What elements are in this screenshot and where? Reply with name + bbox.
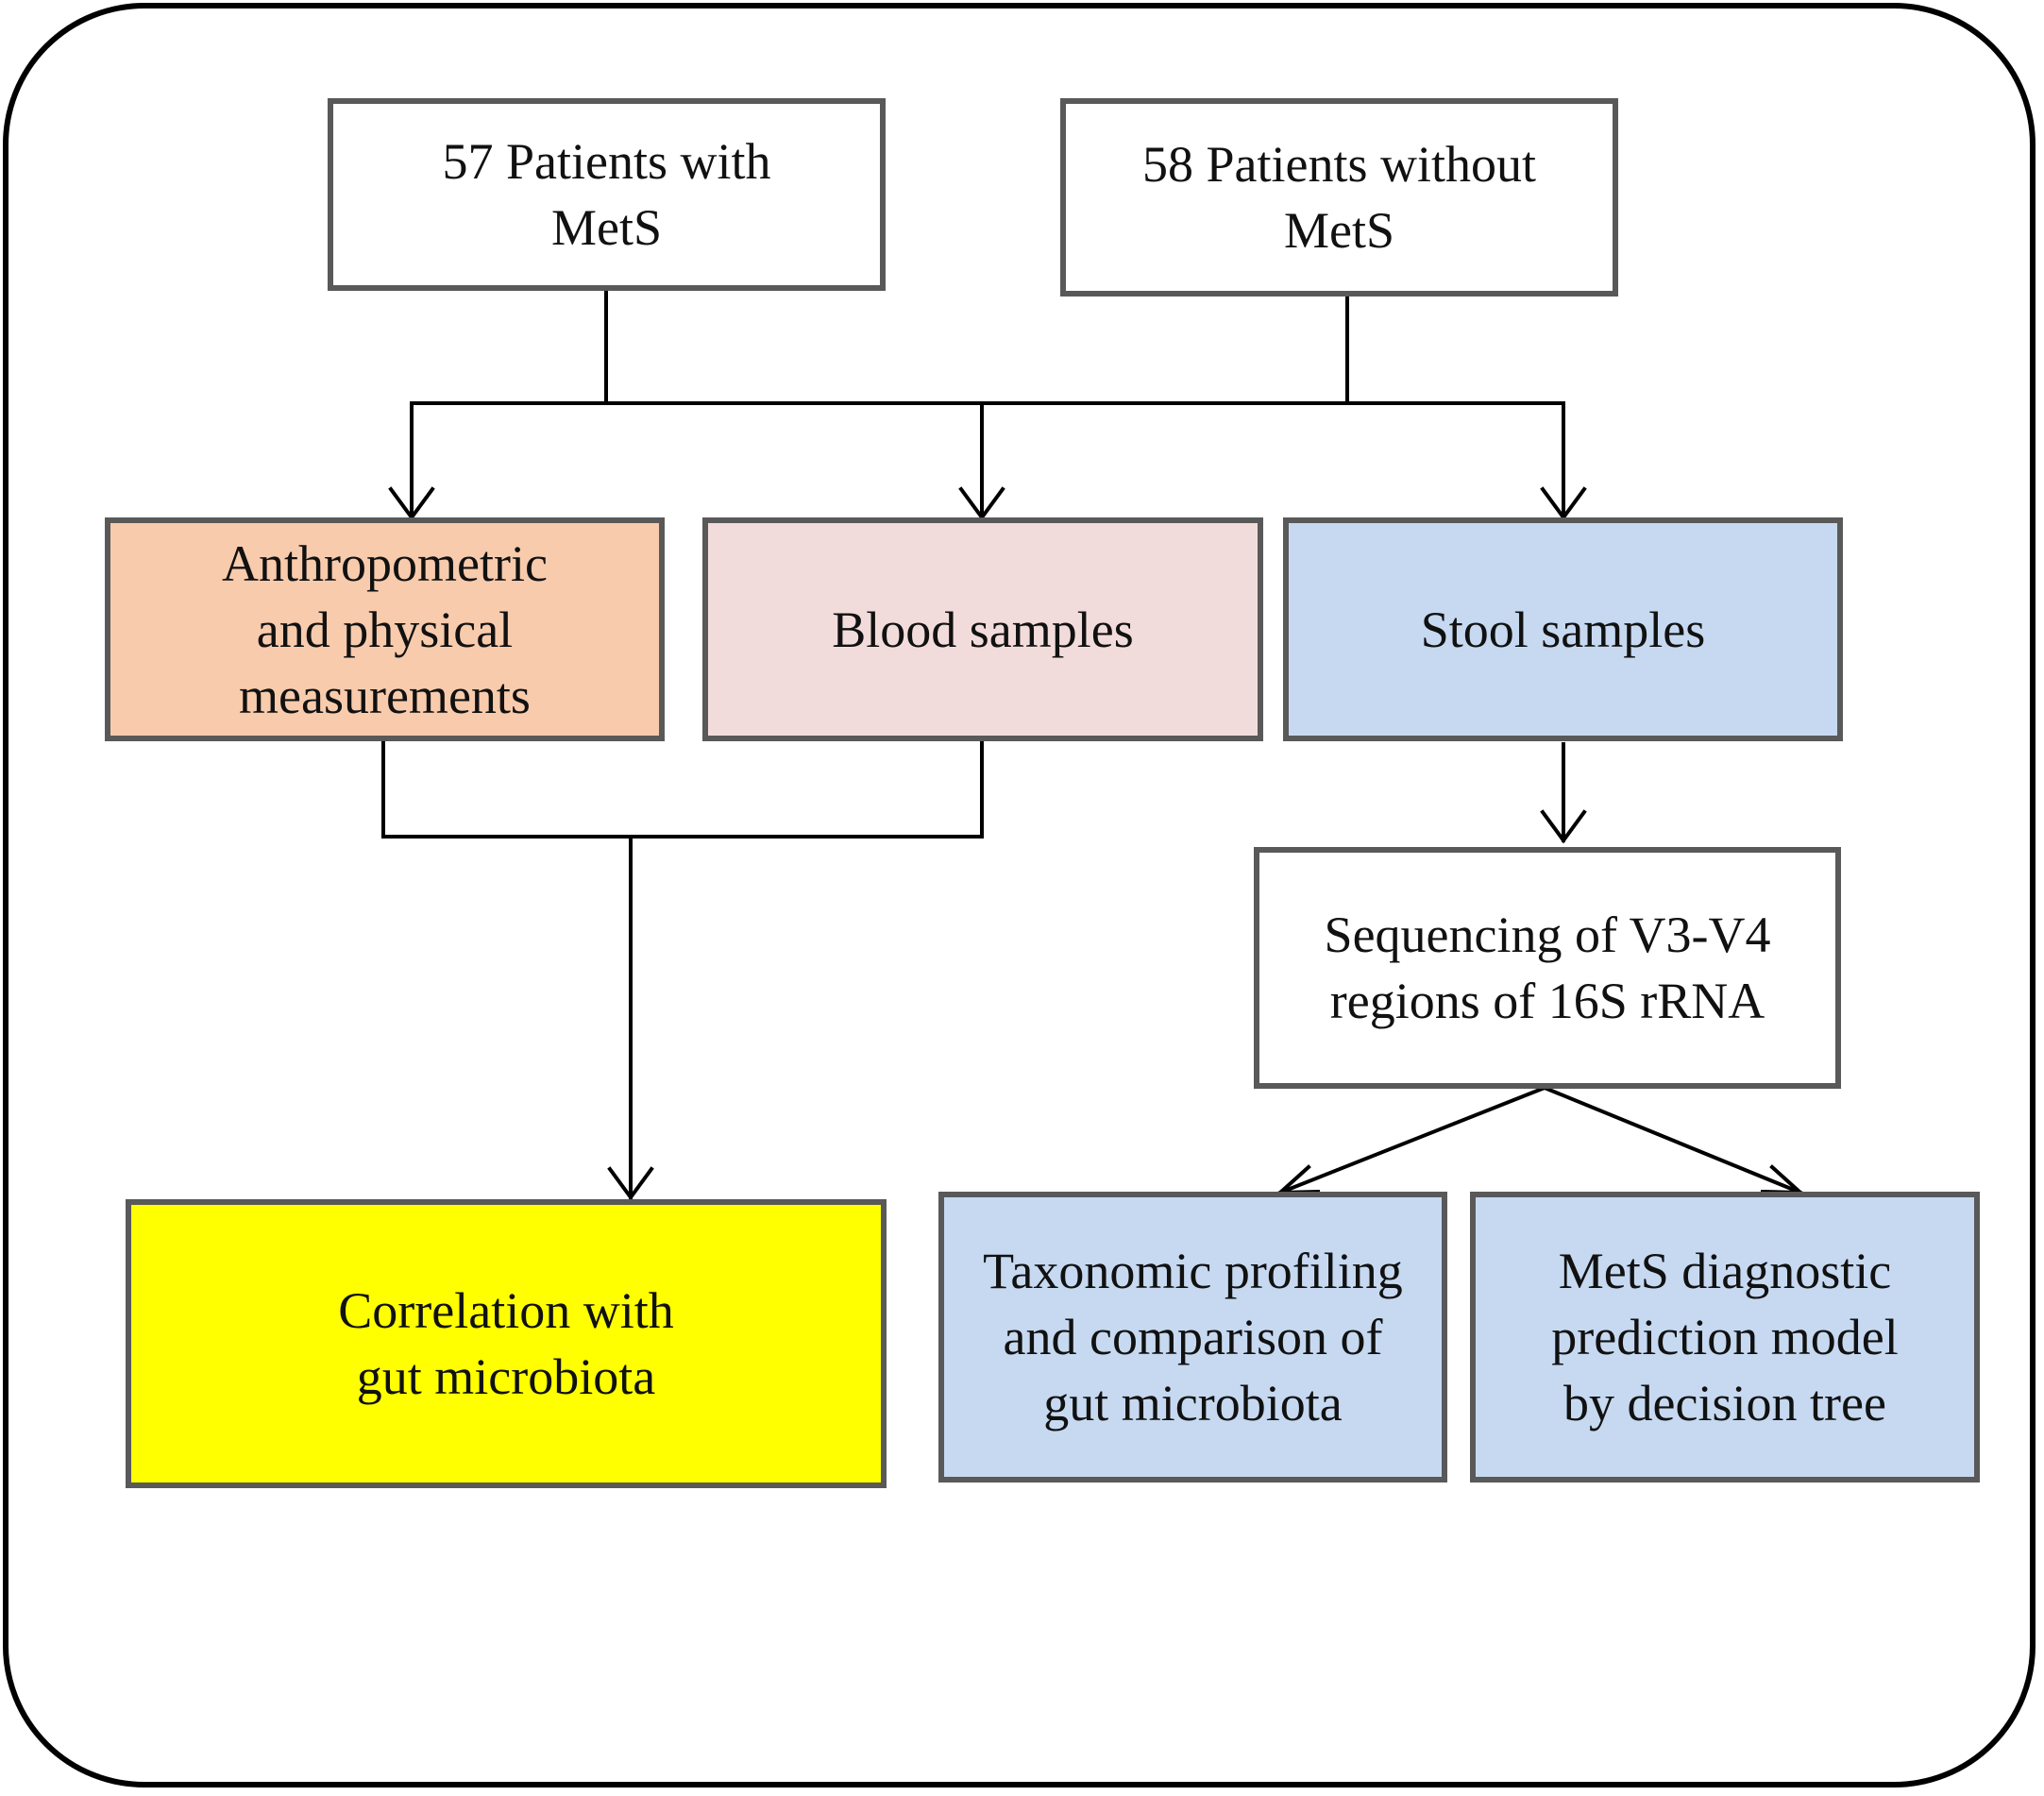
box-diagnostic-prediction: MetS diagnostic prediction model by deci… [1470,1192,1980,1483]
label-sequencing: Sequencing of V3-V4 regions of 16S rRNA [1324,906,1771,1029]
label-blood-samples: Blood samples [832,601,1134,658]
label-taxonomic-profiling: Taxonomic profiling and comparison of gu… [983,1243,1403,1432]
arrowhead-sequencing [1540,809,1587,844]
box-blood-samples: Blood samples [702,517,1263,741]
arrow-to-prediction [1542,1085,1803,1195]
arrowhead-correlation [607,1166,654,1201]
label-patients-with-mets: 57 Patients with MetS [442,133,771,256]
arrow-to-taxonomic [1277,1085,1547,1195]
box-taxonomic-profiling: Taxonomic profiling and comparison of gu… [938,1192,1447,1483]
label-correlation: Correlation with gut microbiota [338,1282,674,1405]
box-sequencing: Sequencing of V3-V4 regions of 16S rRNA [1254,847,1841,1089]
label-patients-without-mets: 58 Patients without MetS [1142,136,1536,259]
box-patients-without-mets: 58 Patients without MetS [1060,98,1618,297]
box-correlation: Correlation with gut microbiota [126,1199,887,1488]
label-diagnostic-prediction: MetS diagnostic prediction model by deci… [1551,1243,1899,1432]
box-stool-samples: Stool samples [1283,517,1843,741]
box-anthropometric-measurements: Anthropometric and physical measurements [105,517,665,741]
box-patients-with-mets: 57 Patients with MetS [328,98,886,291]
label-stool-samples: Stool samples [1420,601,1706,658]
label-anthropometric-measurements: Anthropometric and physical measurements [222,534,548,724]
rounded-frame [3,3,2036,1788]
